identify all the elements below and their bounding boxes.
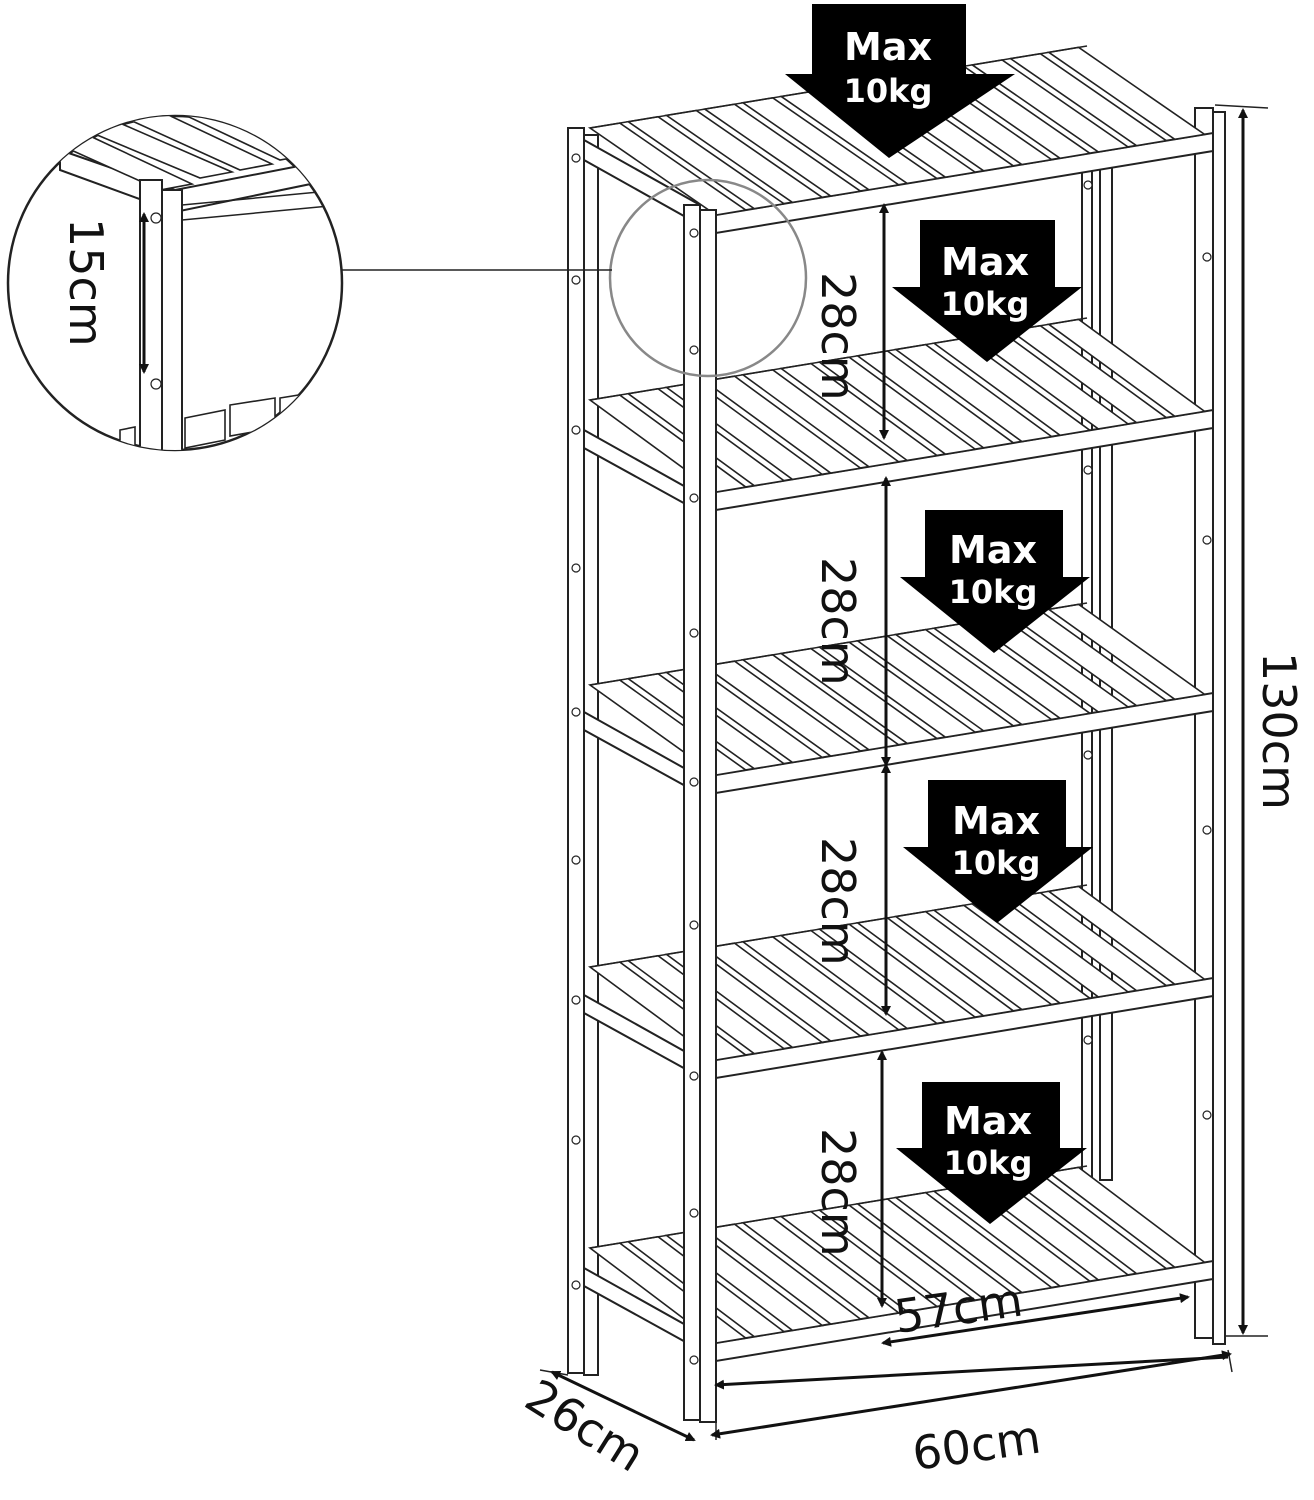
outer-width-label: 60cm	[909, 1410, 1044, 1481]
bolt-hole	[571, 1280, 581, 1290]
bolt-hole	[689, 228, 699, 238]
spacing-label-1: 28cm	[811, 272, 865, 401]
bolt-hole	[1202, 535, 1212, 545]
spacing-label-2: 28cm	[811, 557, 865, 686]
load-label-line2: 10kg	[949, 573, 1038, 611]
load-label-line1: Max	[941, 240, 1029, 284]
bolt-hole	[689, 1208, 699, 1218]
left-back-post	[567, 127, 599, 1376]
detail-gap-label: 15cm	[59, 218, 113, 347]
spacing-label-3: 28cm	[811, 837, 865, 966]
bolt-hole	[1202, 1110, 1212, 1120]
load-label-line1: Max	[944, 1099, 1032, 1143]
right-back-post	[1194, 107, 1226, 1345]
bolt-hole	[571, 425, 581, 435]
bolt-hole	[689, 345, 699, 355]
height-label: 130cm	[1252, 652, 1306, 810]
left-side-rails	[583, 138, 701, 1352]
bolt-hole	[571, 855, 581, 865]
inner-width-label: 57cm	[891, 1273, 1026, 1344]
bolt-hole	[1083, 465, 1093, 475]
load-arrow-shelf-2: Max 10kg	[892, 220, 1082, 362]
bolt-hole	[689, 920, 699, 930]
shelf-2	[587, 317, 1214, 512]
load-arrow-shelf-3: Max 10kg	[900, 510, 1090, 653]
load-label-line2: 10kg	[944, 1144, 1033, 1182]
bolt-holes	[571, 153, 1212, 1365]
load-label-line2: 10kg	[952, 844, 1041, 882]
bolt-hole	[689, 1355, 699, 1365]
depth-label: 26cm	[516, 1369, 654, 1483]
bolt-hole	[571, 563, 581, 573]
load-arrow-shelf-4: Max 10kg	[903, 780, 1093, 923]
load-labels: Max 10kg Max 10kg Max 10kg Max 10kg Max …	[785, 4, 1093, 1224]
bolt-hole	[571, 275, 581, 285]
load-label-line1: Max	[949, 528, 1037, 572]
load-label-line2: 10kg	[844, 72, 933, 110]
height-dimension: 130cm	[1214, 104, 1306, 1337]
bolt-hole	[571, 995, 581, 1005]
shelf-spacing-dimensions: 28cm 28cm 28cm 28cm	[811, 203, 891, 1308]
bolt-hole	[1202, 825, 1212, 835]
outer-width-dimension: 60cm	[710, 1349, 1233, 1481]
bolt-hole	[1202, 252, 1212, 262]
bolt-hole	[571, 1135, 581, 1145]
bolt-hole	[689, 777, 699, 787]
load-label-line1: Max	[952, 799, 1040, 843]
left-front-post	[683, 204, 717, 1423]
shelves	[587, 45, 1214, 1363]
depth-dimension: 26cm	[516, 1369, 696, 1483]
detail-highlight-circle	[608, 178, 808, 378]
bolt-hole	[1083, 1035, 1093, 1045]
spacing-label-4: 28cm	[811, 1128, 865, 1257]
load-arrow-top: Max 10kg	[785, 4, 1015, 158]
bolt-hole	[689, 493, 699, 503]
bolt-hole	[1083, 180, 1093, 190]
bolt-hole	[571, 707, 581, 717]
load-arrow-shelf-5: Max 10kg	[896, 1082, 1087, 1224]
bolt-hole	[571, 153, 581, 163]
load-label-line1: Max	[844, 25, 932, 69]
load-label-line2: 10kg	[941, 285, 1030, 323]
bolt-hole	[689, 1071, 699, 1081]
bolt-hole	[689, 628, 699, 638]
bolt-hole	[1083, 750, 1093, 760]
